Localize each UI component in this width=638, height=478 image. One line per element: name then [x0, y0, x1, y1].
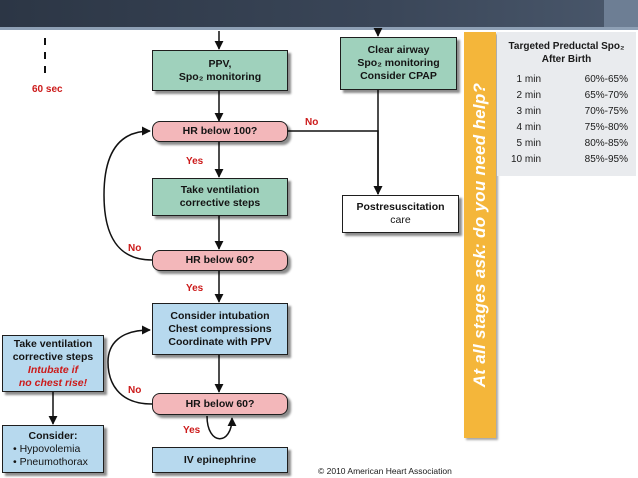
- hr-below-60-box-second: HR below 60?: [152, 393, 288, 415]
- top-banner-accent: [604, 0, 638, 27]
- postresuscitation-line: Postresuscitation: [356, 201, 445, 213]
- table-row: 3 min 70%-75%: [497, 103, 636, 119]
- take-ventilation-left-line: Take ventilation: [13, 337, 93, 350]
- table-row: 4 min 75%-80%: [497, 119, 636, 135]
- spo2-time: 1 min: [516, 73, 541, 85]
- ppv-box-line: Spo₂ monitoring: [178, 70, 262, 83]
- spo2-range: 60%-65%: [584, 73, 628, 85]
- hr-below-60-box-first: HR below 60?: [152, 250, 288, 271]
- no-label-hr60a: No: [128, 243, 142, 254]
- intubation-box: Consider intubation Chest compressions C…: [152, 303, 288, 355]
- take-ventilation-left-warning: no chest rise!: [18, 376, 88, 389]
- table-row: 2 min 65%-70%: [497, 87, 636, 103]
- ppv-box-line: PPV,: [208, 57, 232, 70]
- intubation-line: Chest compressions: [168, 322, 272, 335]
- arrow-hr60b-yes-loop: [206, 415, 237, 440]
- arrow-hr60a-no-loop: [103, 126, 153, 261]
- help-sidebar: At all stages ask: do you need help?: [464, 32, 496, 438]
- intubation-line: Consider intubation: [170, 309, 270, 322]
- yes-label-hr60b: Yes: [183, 425, 201, 436]
- iv-epinephrine-text: IV epinephrine: [183, 453, 257, 466]
- no-label-hr60b: No: [128, 385, 142, 396]
- spo2-range: 70%-75%: [584, 105, 628, 117]
- copyright-notice: © 2010 American Heart Association: [318, 466, 452, 476]
- spo2-time: 4 min: [516, 121, 541, 133]
- take-ventilation-line: Take ventilation: [180, 184, 260, 196]
- take-ventilation-left-line: corrective steps: [12, 350, 94, 363]
- table-row: 5 min 80%-85%: [497, 135, 636, 151]
- spo2-title-line: After Birth: [541, 54, 592, 65]
- clear-airway-box: Clear airway Spo₂ monitoring Consider CP…: [340, 37, 457, 90]
- clear-airway-line: Spo₂ monitoring: [357, 57, 440, 69]
- take-ventilation-line: corrective steps: [179, 197, 261, 209]
- time-label: 60 sec: [32, 84, 63, 95]
- spo2-time: 2 min: [516, 89, 541, 101]
- top-banner: [0, 0, 638, 27]
- consider-box: Consider: • Hypovolemia • Pneumothorax: [2, 425, 104, 473]
- spo2-range: 65%-70%: [584, 89, 628, 101]
- postresuscitation-box: Postresuscitation care: [342, 195, 459, 233]
- intubation-line: Coordinate with PPV: [168, 335, 272, 348]
- table-row: 10 min 85%-95%: [497, 151, 636, 167]
- consider-item: • Pneumothorax: [13, 455, 88, 468]
- take-ventilation-left-warning: Intubate if: [27, 363, 79, 376]
- spo2-table-rows: 1 min 60%-65% 2 min 65%-70% 3 min 70%-75% 4…: [497, 71, 636, 167]
- top-divider: [0, 27, 638, 30]
- clear-airway-line: Clear airway: [367, 44, 430, 56]
- spo2-range: 85%-95%: [584, 153, 628, 165]
- ppv-box: PPV, Spo₂ monitoring: [152, 50, 288, 91]
- consider-heading: Consider:: [28, 429, 78, 442]
- clear-airway-line: Consider CPAP: [360, 70, 437, 82]
- spo2-range: 75%-80%: [584, 121, 628, 133]
- no-label-hr100: No: [305, 117, 319, 128]
- hr-below-60-text: HR below 60?: [185, 254, 255, 266]
- spo2-table-title: Targeted Preductal Spo₂ After Birth: [497, 40, 636, 66]
- hr-below-100-text: HR below 100?: [182, 125, 258, 137]
- spo2-target-table: Targeted Preductal Spo₂ After Birth 1 mi…: [497, 32, 636, 176]
- table-row: 1 min 60%-65%: [497, 71, 636, 87]
- take-ventilation-left-box: Take ventilation corrective steps Intuba…: [2, 335, 104, 392]
- hr-below-60-text: HR below 60?: [185, 397, 255, 410]
- take-ventilation-box: Take ventilation corrective steps: [152, 178, 288, 216]
- spo2-range: 80%-85%: [584, 137, 628, 149]
- arrow-hr100-no-to-postresus: [288, 130, 383, 195]
- arrow-hr60b-no-loop: [107, 325, 153, 405]
- postresuscitation-line: care: [390, 214, 411, 226]
- help-sidebar-text: At all stages ask: do you need help?: [470, 82, 489, 388]
- iv-epinephrine-box: IV epinephrine: [152, 447, 288, 473]
- consider-item: • Hypovolemia: [13, 442, 81, 455]
- hr-below-100-box: HR below 100?: [152, 121, 288, 142]
- spo2-time: 5 min: [516, 137, 541, 149]
- yes-label-hr60a: Yes: [186, 283, 204, 294]
- spo2-time: 10 min: [510, 153, 541, 165]
- spo2-time: 3 min: [516, 105, 541, 117]
- spo2-title-line: Targeted Preductal Spo₂: [508, 41, 625, 52]
- yes-label-hr100: Yes: [186, 156, 204, 167]
